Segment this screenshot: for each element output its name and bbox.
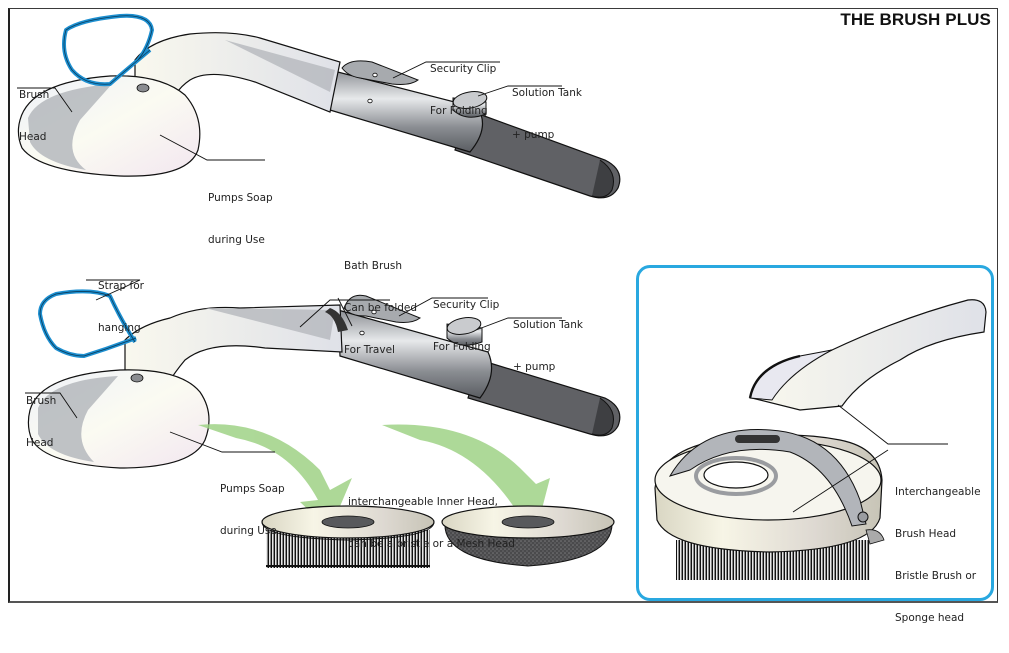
label-line: Interchangeable	[895, 486, 981, 498]
label-line: Security Clip	[433, 299, 500, 311]
label-line: during Use	[220, 525, 277, 537]
diagram-canvas: THE BRUSH PLUS	[8, 8, 998, 624]
bottom-pump-cap	[446, 317, 483, 346]
label-line: Sponge head	[895, 612, 965, 624]
bottom-security-clip	[343, 294, 422, 323]
label-bottom-pumps-soap: Pumps Soap during Use	[220, 454, 285, 566]
top-brush	[17, 13, 621, 199]
label-bottom-security-clip: Security Clip For Folding	[433, 270, 499, 382]
label-top-security-clip: Security Clip For Folding	[430, 34, 496, 146]
inset-detail-box	[636, 265, 994, 601]
label-line: For Folding	[433, 341, 491, 353]
label-inset-brush-head: Interchangeable Brush Head Bristle Brush…	[895, 457, 981, 653]
arrow-to-bristle-head	[198, 424, 352, 530]
top-pump-cap	[452, 91, 488, 118]
label-line: can be a bristle or a Mesh Head	[348, 538, 515, 550]
label-bath-brush: Bath Brush Can be folded For Travel	[344, 231, 417, 385]
label-line: Strap for	[98, 280, 144, 292]
bottom-metal-tube	[337, 309, 493, 399]
label-line: Head	[26, 437, 54, 449]
label-top-pumps-soap: Pumps Soap during Use	[208, 163, 273, 275]
diagram-title: THE BRUSH PLUS	[840, 10, 991, 29]
label-line: For Travel	[344, 344, 395, 356]
label-line: Brush	[19, 89, 50, 101]
label-line: For Folding	[430, 105, 488, 117]
label-line: hanging	[98, 322, 141, 334]
label-line: during Use	[208, 234, 265, 246]
mesh-inner-head	[441, 505, 615, 567]
label-line: interchangeable Inner Head,	[348, 496, 499, 508]
label-line: Brush	[26, 395, 57, 407]
illustration	[17, 13, 987, 580]
label-line: Pumps Soap	[220, 483, 285, 495]
label-strap: Strap for hanging	[98, 251, 144, 363]
label-line: Security Clip	[430, 63, 497, 75]
label-bottom-solution-tank: Solution Tank + pump	[513, 290, 583, 402]
top-leader-lines	[17, 61, 562, 161]
top-security-clip	[341, 60, 420, 85]
label-line: + pump	[513, 361, 556, 373]
bristle-inner-head	[261, 505, 435, 568]
bottom-leader-lines	[25, 279, 562, 453]
label-line: Head	[19, 131, 47, 143]
label-line: Solution Tank	[512, 87, 582, 99]
inset-leader-lines	[792, 404, 948, 513]
bottom-brush	[27, 289, 621, 469]
label-line: Brush Head	[895, 528, 957, 540]
label-line: Solution Tank	[513, 319, 583, 331]
inset-handle	[751, 299, 987, 411]
inset-illustration	[654, 299, 987, 580]
label-line: Can be folded	[344, 302, 418, 314]
label-line: + pump	[512, 129, 555, 141]
label-line: Bristle Brush or	[895, 570, 977, 582]
label-inner-head: interchangeable Inner Head, can be a bri…	[348, 467, 515, 579]
label-top-solution-tank: Solution Tank + pump	[512, 58, 582, 170]
label-top-brush-head: Brush Head	[19, 60, 49, 172]
label-line: Bath Brush	[344, 260, 403, 272]
label-line: Pumps Soap	[208, 192, 273, 204]
label-bottom-brush-head: Brush Head	[26, 366, 56, 478]
diagram-frame	[8, 8, 998, 603]
